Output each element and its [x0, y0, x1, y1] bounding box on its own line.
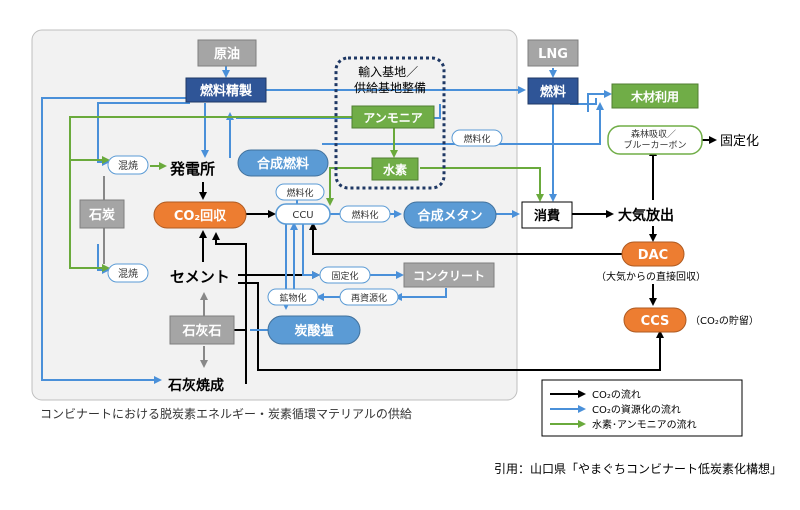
- mixed-burn-2-label: 混焼: [118, 268, 138, 280]
- import-base-line1: 輸入基地／: [358, 64, 418, 79]
- mixed-burn-1-node: [107, 155, 149, 175]
- co2-capture-node: [153, 201, 247, 229]
- synthetic-methane-label: 合成メタン: [417, 208, 482, 224]
- fuelization-3-node: [451, 129, 503, 147]
- fuel-node: [527, 77, 579, 105]
- wood-label: 木材利用: [630, 89, 679, 104]
- edge-refinery-left: [41, 97, 190, 384]
- forest-node: [607, 125, 703, 155]
- lime-calcination-label: 石灰焼成: [167, 377, 224, 394]
- recycling-label: 再資源化: [351, 292, 387, 304]
- fuelization-3-label: 燃料化: [463, 133, 490, 145]
- import-base-box: [334, 56, 446, 190]
- fuelization-2-node: [339, 205, 391, 223]
- citation: 引用：山口県「やまぐちコンビナート低炭素化構想」: [494, 461, 782, 476]
- forest-line2: ブルーカーボン: [623, 139, 686, 151]
- edge-ammonia-left: [69, 116, 352, 164]
- edge-ccu-fix: [302, 224, 320, 279]
- fuelization-1-node: [275, 183, 325, 201]
- crude-oil-label: 原油: [214, 46, 240, 62]
- dac-label: DAC: [638, 248, 668, 263]
- co2-capture-label: CO₂回収: [174, 209, 227, 224]
- limestone-node: [169, 315, 235, 345]
- hydrogen-node: [371, 157, 419, 181]
- power-plant-label: 発電所: [169, 160, 215, 178]
- edge-lime-capture: [212, 232, 247, 384]
- forest-line1: 森林吸収／: [631, 128, 676, 140]
- legend-co2-label: CO₂の流れ: [592, 388, 641, 401]
- legend-resource-label: CO₂の資源化の流れ: [592, 403, 681, 416]
- ccu-node: [275, 203, 331, 225]
- wood-node: [611, 83, 699, 109]
- edge-hydrogen-ccu: [326, 167, 372, 206]
- synthetic-methane-node: [403, 201, 497, 229]
- mineralization-node: [267, 288, 319, 306]
- edge-wood-up: [587, 90, 612, 112]
- ccs-node: [623, 307, 687, 333]
- edge-ammonia-cement: [69, 160, 110, 272]
- consumption-label: 消費: [534, 208, 560, 224]
- mixed-burn-1-label: 混焼: [118, 160, 138, 172]
- h2-flow-edges: [69, 116, 544, 272]
- dac-node: [621, 241, 685, 267]
- limestone-label: 石灰石: [181, 323, 221, 339]
- edge-concrete-recycle: [394, 288, 447, 301]
- fixation-small-node: [319, 266, 371, 284]
- crude-oil-node: [197, 39, 257, 67]
- edge-dac-ccu: [309, 222, 622, 255]
- ccs-label: CCS: [641, 314, 670, 329]
- concrete-label: コンクリート: [413, 269, 485, 283]
- edge-cement-ccs: [238, 282, 664, 371]
- ammonia-label: アンモニア: [363, 111, 423, 125]
- synthetic-fuel-node: [237, 149, 329, 177]
- consumption-node: [521, 201, 573, 229]
- refinery-label: 燃料精製: [200, 83, 252, 99]
- mixed-burn-2-node: [107, 263, 149, 283]
- fuel-label: 燃料: [540, 84, 566, 100]
- coal-node: [79, 199, 125, 229]
- fixation-small-label: 固定化: [331, 270, 358, 282]
- carbonate-node: [267, 315, 361, 345]
- ccs-note: （CO₂の貯留）: [690, 314, 759, 327]
- cement-label: セメント: [170, 268, 230, 286]
- legend: CO₂の流れ CO₂の資源化の流れ 水素･アンモニアの流れ: [541, 379, 743, 437]
- carbonate-label: 炭酸塩: [294, 323, 333, 339]
- refinery-node: [185, 77, 267, 103]
- forest-label: 森林吸収／ ブルーカーボン: [623, 128, 686, 151]
- ammonia-node: [351, 105, 435, 129]
- legend-h2-label: 水素･アンモニアの流れ: [592, 418, 697, 431]
- lng-node: [527, 39, 579, 67]
- fixation-label: 固定化: [720, 134, 759, 149]
- region-caption: コンビナートにおける脱炭素エネルギー・炭素循環マテリアルの供給: [40, 406, 412, 421]
- fuelization-1-label: 燃料化: [286, 187, 313, 199]
- edge-hydrogen-consumption: [420, 167, 544, 202]
- atmospheric-release-label: 大気放出: [618, 207, 674, 224]
- dac-note: （大気からの直接回収）: [596, 270, 706, 283]
- import-base-label: 輸入基地／ 供給基地整備: [354, 64, 426, 95]
- co2-flow-edges: [199, 136, 717, 384]
- concrete-node: [403, 262, 495, 288]
- synthetic-fuel-label: 合成燃料: [257, 156, 309, 172]
- ccu-label: CCU: [292, 210, 313, 221]
- mineralization-label: 鉱物化: [279, 292, 306, 304]
- import-base-line2: 供給基地整備: [354, 80, 426, 95]
- lng-label: LNG: [538, 47, 568, 62]
- coal-label: 石炭: [88, 207, 115, 223]
- fuelization-2-label: 燃料化: [351, 209, 378, 221]
- hydrogen-label: 水素: [383, 162, 407, 177]
- recycling-node: [339, 288, 399, 306]
